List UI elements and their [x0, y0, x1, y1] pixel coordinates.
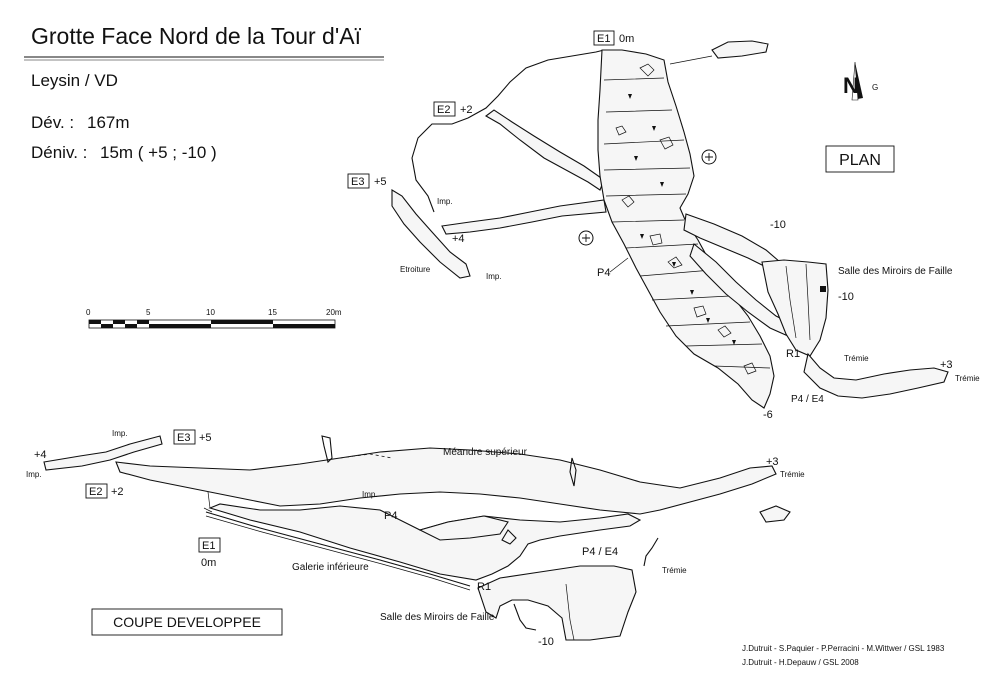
section-label-imp-mid: Imp.: [362, 490, 378, 499]
scale-bar: 0 5 10 15 20m: [86, 308, 342, 329]
section-label-plus3: +3: [766, 456, 779, 468]
north-arrow-icon: N G: [843, 61, 878, 101]
credits-line-1: J.Dutruit - S.Paquier - P.Perracini - M.…: [742, 644, 945, 653]
plan-cross-circle-icon: [578, 149, 717, 246]
plan-label-imp-b: Imp.: [486, 272, 502, 281]
section-label-minus10: -10: [538, 636, 554, 648]
plan-label-salle: Salle des Miroirs de Faille: [838, 266, 953, 277]
plan-label-minus10-b: -10: [838, 291, 854, 303]
section-label-salle: Salle des Miroirs de Faille: [380, 612, 495, 623]
scale-tick-0: 0: [86, 308, 91, 317]
plan-e3-passage: [391, 189, 471, 279]
svg-text:+5: +5: [374, 176, 387, 188]
section-label-p4: P4: [384, 510, 397, 522]
svg-text:PLAN: PLAN: [839, 152, 881, 169]
plan-cross-passage: [441, 199, 607, 235]
plan-label-p4: P4: [597, 267, 610, 279]
section-label-p4e4: P4 / E4: [582, 546, 618, 558]
credits-line-2: J.Dutruit - H.Depauw / GSL 2008: [742, 658, 859, 667]
plan-entrance-e2: E2 +2: [433, 101, 473, 117]
dev-label: Dév. :: [31, 113, 74, 132]
section-main-gallery: [115, 447, 777, 515]
header: Grotte Face Nord de la Tour d'Aï Leysin …: [24, 23, 384, 162]
svg-text:E2: E2: [437, 104, 450, 116]
svg-text:E2: E2: [89, 486, 102, 498]
location: Leysin / VD: [31, 71, 118, 90]
svg-text:+5: +5: [199, 432, 212, 444]
plan-label-plus3: +3: [940, 359, 953, 371]
section-view: E3 +5 E2 +2 E1 0m +4 Imp. Imp. Méandre s…: [26, 429, 805, 648]
plan-label-imp-a: Imp.: [437, 197, 453, 206]
section-label-tremie-low: Trémie: [662, 566, 687, 575]
svg-text:E3: E3: [177, 432, 190, 444]
section-tree-stalagmite: [569, 457, 577, 487]
section-detached-block: [759, 505, 791, 523]
credits: J.Dutruit - S.Paquier - P.Perracini - M.…: [742, 644, 945, 667]
svg-text:+2: +2: [111, 486, 124, 498]
scale-tick-5: 5: [146, 308, 151, 317]
plan-salle-miroirs: [761, 259, 829, 357]
plan-entrance-e1: E1 0m: [593, 30, 634, 46]
svg-text:+2: +2: [460, 104, 473, 116]
svg-text:E3: E3: [351, 176, 364, 188]
section-label-imp-top: Imp.: [112, 429, 128, 438]
scale-tick-15: 15: [268, 308, 277, 317]
section-upper-left-gallery: [43, 435, 163, 471]
plan-label-minus6: -6: [763, 409, 773, 421]
section-label-r1: R1: [477, 581, 491, 593]
north-letter: N: [843, 73, 859, 98]
plan-detached-chamber: [711, 40, 769, 59]
section-entrance-e1: E1 0m: [198, 537, 221, 569]
plan-boulders: [615, 63, 757, 375]
section-label-plus4: +4: [34, 449, 47, 461]
section-label-tremie-right: Trémie: [780, 470, 805, 479]
section-salle-miroirs: [477, 565, 637, 641]
deniv-label: Déniv. :: [31, 143, 87, 162]
plan-label-p4e4: P4 / E4: [791, 394, 824, 405]
section-p4-island: [418, 515, 509, 541]
plan-slope-arrows: [628, 94, 736, 345]
plan-tail-tremie: [803, 352, 949, 399]
dev-value: 167m: [87, 113, 130, 132]
section-lower-gallery: [208, 503, 642, 581]
plan-entrance-e3: E3 +5: [347, 173, 387, 189]
plan-label-r1: R1: [786, 348, 800, 360]
svg-text:COUPE DEVELOPPEE: COUPE DEVELOPPEE: [113, 614, 261, 630]
svg-text:E1: E1: [597, 33, 610, 45]
plan-surface-contour: [467, 49, 605, 119]
plan-label-plus4: +4: [452, 233, 465, 245]
plan-label-minus10-a: -10: [770, 219, 786, 231]
map-title: Grotte Face Nord de la Tour d'Aï: [31, 23, 362, 49]
section-entrance-e3: E3 +5: [173, 429, 212, 445]
deniv-value: 15m ( +5 ; -10 ): [100, 143, 217, 162]
section-label-galerie: Galerie inférieure: [292, 562, 369, 573]
section-label-imp-left: Imp.: [26, 470, 42, 479]
scale-tick-10: 10: [206, 308, 215, 317]
plan-label-tremie-a: Trémie: [844, 354, 869, 363]
svg-text:0m: 0m: [619, 33, 634, 45]
plan-label-etroiture: Etroiture: [400, 265, 431, 274]
section-entrance-e2: E2 +2: [85, 483, 124, 499]
plan-e2-passage: [485, 109, 605, 191]
scale-tick-20: 20m: [326, 308, 342, 317]
section-chimney: [321, 435, 333, 464]
plan-marker-square: [820, 286, 826, 292]
svg-text:E1: E1: [202, 540, 215, 552]
north-suffix: G: [872, 83, 878, 92]
plan-view: E1 0m E2 +2 E3 +5 PLAN Imp. +4 Etroiture…: [347, 30, 980, 421]
plan-label-tremie-b: Trémie: [955, 374, 980, 383]
section-view-label: COUPE DEVELOPPEE: [91, 608, 283, 636]
plan-view-label: PLAN: [825, 145, 895, 173]
svg-text:0m: 0m: [201, 557, 216, 569]
section-label-meandre: Méandre supérieur: [443, 447, 528, 458]
